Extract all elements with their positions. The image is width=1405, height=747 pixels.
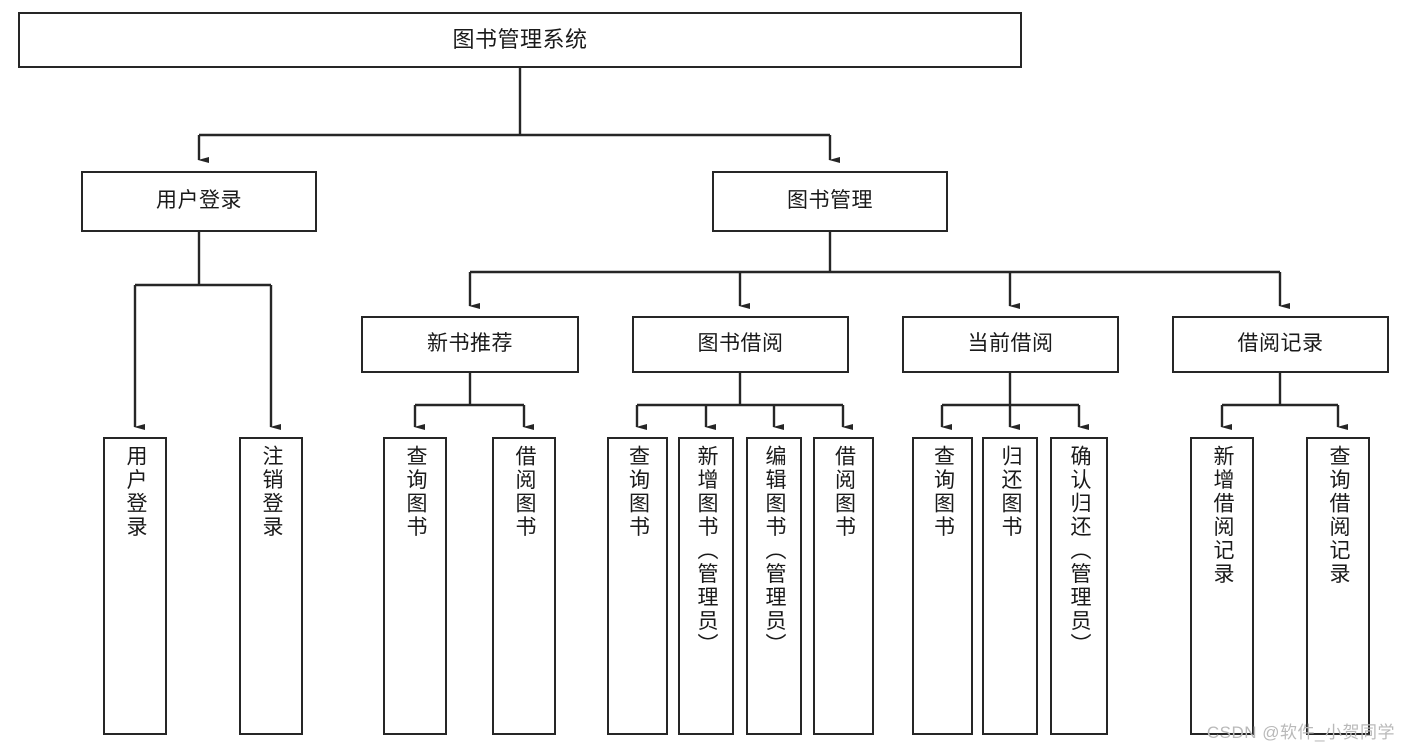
node-book-borrow[interactable]: 图书借阅 <box>632 316 849 373</box>
node-leaf-confirm-return[interactable]: 确认归还（管理员） <box>1050 437 1108 735</box>
node-current-borrow[interactable]: 当前借阅 <box>902 316 1119 373</box>
node-leaf-return-book-label: 归还图书 <box>999 445 1023 539</box>
node-leaf-user-login[interactable]: 用户登录 <box>103 437 167 735</box>
node-current-borrow-label: 当前借阅 <box>967 332 1054 356</box>
node-borrow-record[interactable]: 借阅记录 <box>1172 316 1389 373</box>
node-leaf-query-record[interactable]: 查询借阅记录 <box>1306 437 1370 735</box>
node-leaf-add-book[interactable]: 新增图书（管理员） <box>678 437 734 735</box>
node-leaf-borrow-book-2-label: 借阅图书 <box>832 445 856 539</box>
node-new-book-recommend[interactable]: 新书推荐 <box>361 316 579 373</box>
node-leaf-edit-book-label: 编辑图书（管理员） <box>763 445 787 657</box>
node-leaf-edit-book[interactable]: 编辑图书（管理员） <box>746 437 802 735</box>
node-leaf-query-book-3-label: 查询图书 <box>931 445 955 539</box>
node-leaf-borrow-book-2[interactable]: 借阅图书 <box>813 437 874 735</box>
node-leaf-query-book-3[interactable]: 查询图书 <box>912 437 973 735</box>
node-new-book-recommend-label: 新书推荐 <box>427 332 513 356</box>
node-leaf-query-book-1[interactable]: 查询图书 <box>383 437 447 735</box>
node-leaf-borrow-book-1[interactable]: 借阅图书 <box>492 437 556 735</box>
node-user-login-label: 用户登录 <box>156 189 242 213</box>
node-leaf-query-book-2-label: 查询图书 <box>626 445 650 539</box>
node-leaf-query-record-label: 查询借阅记录 <box>1327 445 1351 586</box>
node-leaf-logout-login[interactable]: 注销登录 <box>239 437 303 735</box>
node-borrow-record-label: 借阅记录 <box>1237 332 1324 356</box>
node-leaf-borrow-book-1-label: 借阅图书 <box>513 445 537 539</box>
node-leaf-user-login-label: 用户登录 <box>124 445 148 539</box>
node-leaf-confirm-return-label: 确认归还（管理员） <box>1068 445 1092 657</box>
node-book-management-label: 图书管理 <box>787 189 873 213</box>
node-leaf-logout-login-label: 注销登录 <box>260 445 284 539</box>
node-leaf-add-record[interactable]: 新增借阅记录 <box>1190 437 1254 735</box>
node-leaf-query-book-1-label: 查询图书 <box>404 445 428 539</box>
node-leaf-return-book[interactable]: 归还图书 <box>982 437 1038 735</box>
node-book-borrow-label: 图书借阅 <box>697 332 784 356</box>
node-user-login[interactable]: 用户登录 <box>81 171 317 232</box>
node-book-management[interactable]: 图书管理 <box>712 171 948 232</box>
node-root-label: 图书管理系统 <box>452 27 588 53</box>
node-root[interactable]: 图书管理系统 <box>18 12 1022 68</box>
node-leaf-add-record-label: 新增借阅记录 <box>1211 445 1235 586</box>
node-leaf-add-book-label: 新增图书（管理员） <box>695 445 719 657</box>
node-leaf-query-book-2[interactable]: 查询图书 <box>607 437 668 735</box>
